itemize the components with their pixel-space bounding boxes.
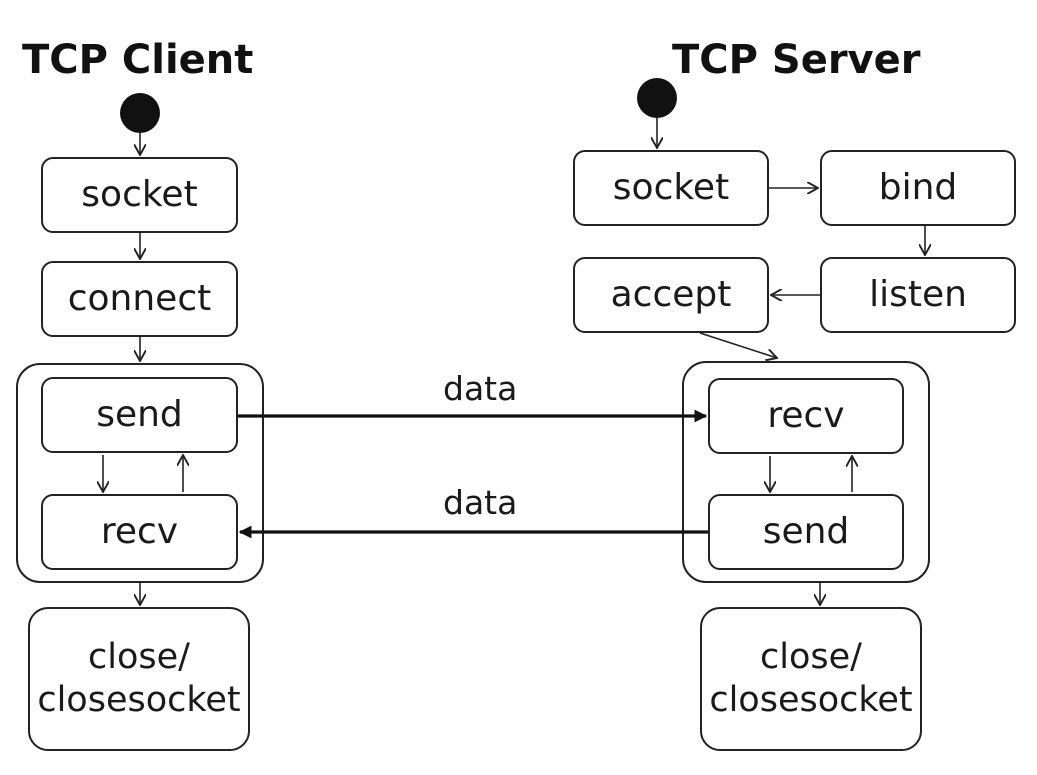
server-bind-node: bind <box>820 150 1016 226</box>
client-close-node: close/ closesocket <box>28 607 250 751</box>
client-socket-node: socket <box>41 157 238 233</box>
server-close-node: close/ closesocket <box>700 607 922 751</box>
server-start-node <box>637 78 677 118</box>
server-socket-node: socket <box>573 150 769 226</box>
data-to-server-label: data <box>443 369 518 408</box>
client-title: TCP Client <box>22 37 254 83</box>
client-loop-group <box>16 363 264 583</box>
server-accept-to-loop-arrow <box>699 332 777 358</box>
client-recv-node: recv <box>41 494 238 570</box>
server-loop-group <box>682 361 930 583</box>
client-start-node <box>120 93 160 133</box>
server-accept-node: accept <box>573 257 769 333</box>
client-send-node: send <box>41 377 238 453</box>
server-recv-node: recv <box>708 378 904 454</box>
server-send-node: send <box>708 494 904 570</box>
server-listen-node: listen <box>820 257 1016 333</box>
client-connect-node: connect <box>41 261 238 337</box>
data-to-client-label: data <box>443 483 518 522</box>
server-title: TCP Server <box>672 37 921 83</box>
